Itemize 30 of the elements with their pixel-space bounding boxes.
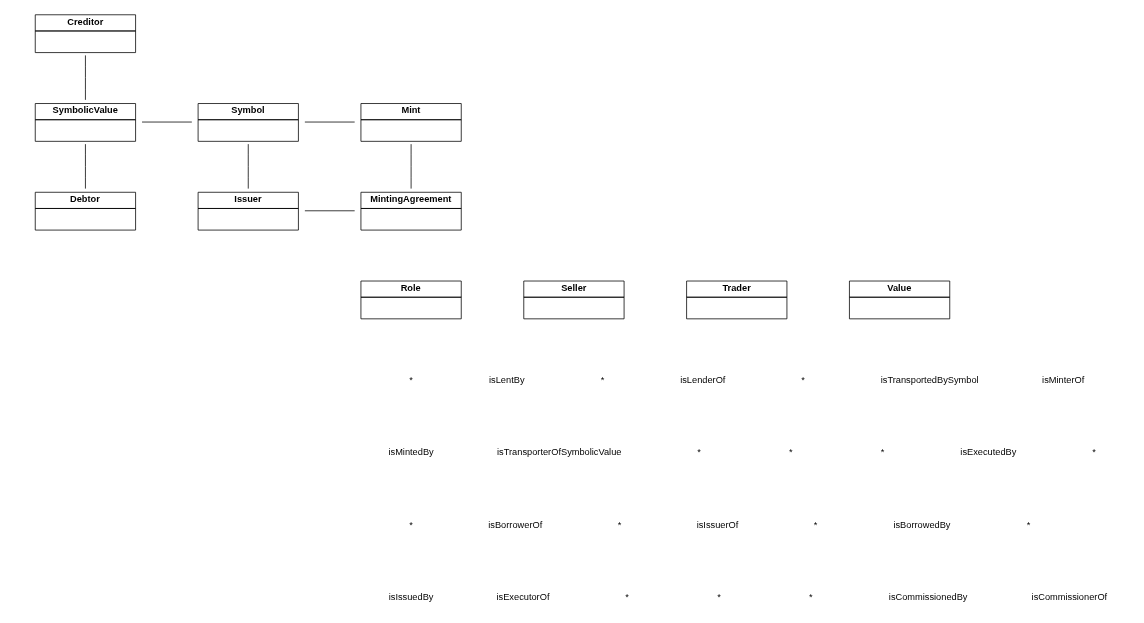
label: * [617, 519, 622, 530]
label: isIssuerOf [696, 519, 739, 530]
label: * [809, 592, 813, 603]
label: isBorrowedBy [893, 519, 951, 530]
label: isExecutedBy [960, 447, 1017, 458]
label: * [409, 519, 413, 530]
label: * [1092, 447, 1096, 458]
label: * [697, 447, 701, 458]
connector [85, 55, 86, 101]
label: isCommissionedBy [888, 592, 968, 603]
label: isTransportedBySymbol [880, 374, 979, 385]
label: * [600, 374, 605, 385]
label: isLenderOf [680, 374, 726, 385]
label: * [409, 374, 413, 385]
label: isMintedBy [388, 447, 434, 458]
connector [85, 143, 86, 189]
label: isIssuedBy [388, 592, 434, 603]
label: isMinterOf [1042, 374, 1085, 385]
label: isCommissionerOf [1031, 592, 1108, 603]
label: * [625, 592, 629, 603]
label: isExecutorOf [496, 592, 550, 603]
label: * [788, 447, 793, 458]
label: isTransporterOfSymbolicValue [497, 447, 622, 458]
label: * [801, 374, 805, 385]
label: * [717, 592, 721, 603]
label: * [1026, 519, 1031, 530]
label: isLentBy [489, 374, 525, 385]
label: isBorrowerOf [488, 519, 543, 530]
label: * [813, 519, 818, 530]
label: * [880, 447, 885, 458]
